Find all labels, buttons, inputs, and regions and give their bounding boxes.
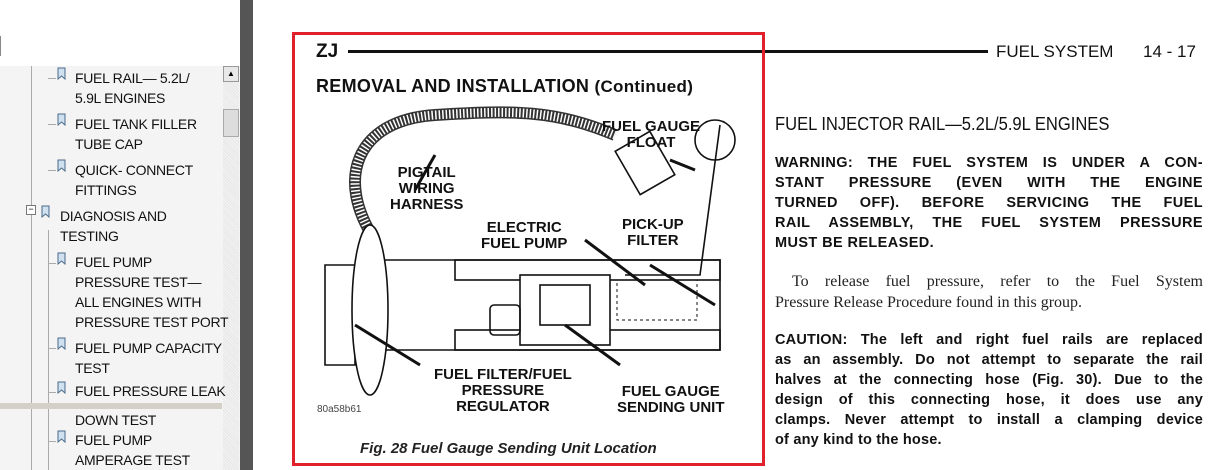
bookmark-item[interactable]: FUEL PUMP AMPERAGE TEST <box>75 432 190 468</box>
tree-line <box>48 230 49 470</box>
bookmark-icon <box>57 337 66 350</box>
label-sending: FUEL GAUGE SENDING UNIT <box>617 383 725 416</box>
scroll-up-button[interactable]: ▲ <box>223 66 239 82</box>
figure-highlight <box>292 32 765 466</box>
panel-splitter[interactable] <box>0 403 222 409</box>
subsection-title: FUEL INJECTOR RAIL—5.2L/5.9L ENGINES <box>775 114 1110 134</box>
bookmark-item[interactable]: FUEL TANK FILLER TUBE CAP <box>75 116 197 152</box>
bookmark-item[interactable]: FUEL PUMP CAPACITY TEST <box>75 340 222 376</box>
bookmark-icon <box>57 113 66 126</box>
label-pump: ELECTRIC FUEL PUMP <box>481 219 568 252</box>
scrollbar-track[interactable] <box>223 66 239 470</box>
figure-code: 80a58b61 <box>317 404 362 415</box>
collapse-toggle[interactable]: − <box>26 205 36 215</box>
caution-text: CAUTION: The left and right fuel rails a… <box>775 332 1203 448</box>
header-section: FUEL SYSTEM <box>996 42 1114 61</box>
label-pickup: PICK-UP FILTER <box>622 216 684 249</box>
bookmark-item-continued[interactable]: DOWN TEST <box>75 412 157 428</box>
page-number: 14 - 17 <box>1143 42 1196 61</box>
bookmark-item-diagnosis[interactable]: DIAGNOSIS AND TESTING <box>60 208 167 244</box>
bookmark-item[interactable]: FUEL PRESSURE LEAK <box>75 383 226 399</box>
section-title: REMOVAL AND INSTALLATION (Continued) <box>316 76 694 96</box>
bookmark-icon <box>57 159 66 172</box>
bookmarks-toolbar <box>0 0 240 66</box>
bookmark-item[interactable]: QUICK- CONNECT FITTINGS <box>75 162 193 198</box>
label-filter: FUEL FILTER/FUEL PRESSURE REGULATOR <box>434 366 572 415</box>
header-rule <box>348 50 988 53</box>
header-left: ZJ <box>316 41 339 62</box>
bookmark-item[interactable]: FUEL PUMP PRESSURE TEST— ALL ENGINES WIT… <box>75 254 229 330</box>
fuel-sending-unit-diagram <box>324 106 736 396</box>
bookmark-icon <box>57 430 66 443</box>
label-pigtail: PIGTAIL WIRING HARNESS <box>390 164 464 213</box>
bookmark-item[interactable]: FUEL RAIL— 5.2L/ 5.9L ENGINES <box>75 70 190 106</box>
panel-divider[interactable] <box>240 0 253 470</box>
bookmarks-panel: FUEL RAIL— 5.2L/ 5.9L ENGINES FUEL TANK … <box>0 0 240 470</box>
figure-caption: Fig. 28 Fuel Gauge Sending Unit Location <box>360 440 657 457</box>
bookmark-icon <box>41 205 50 218</box>
bookmark-icon <box>57 381 66 394</box>
bookmark-icon <box>57 67 66 80</box>
label-float: FUEL GAUGE FLOAT <box>602 118 701 151</box>
body-paragraph: To release fuel pressure, refer to the F… <box>775 273 1203 311</box>
scrollbar-thumb[interactable] <box>223 109 239 137</box>
document-page <box>253 0 1226 470</box>
tree-line <box>31 66 32 470</box>
bookmark-icon <box>57 252 66 265</box>
warning-text: WARNING: THE FUEL SYSTEM IS UNDER A CON-… <box>775 155 1203 251</box>
